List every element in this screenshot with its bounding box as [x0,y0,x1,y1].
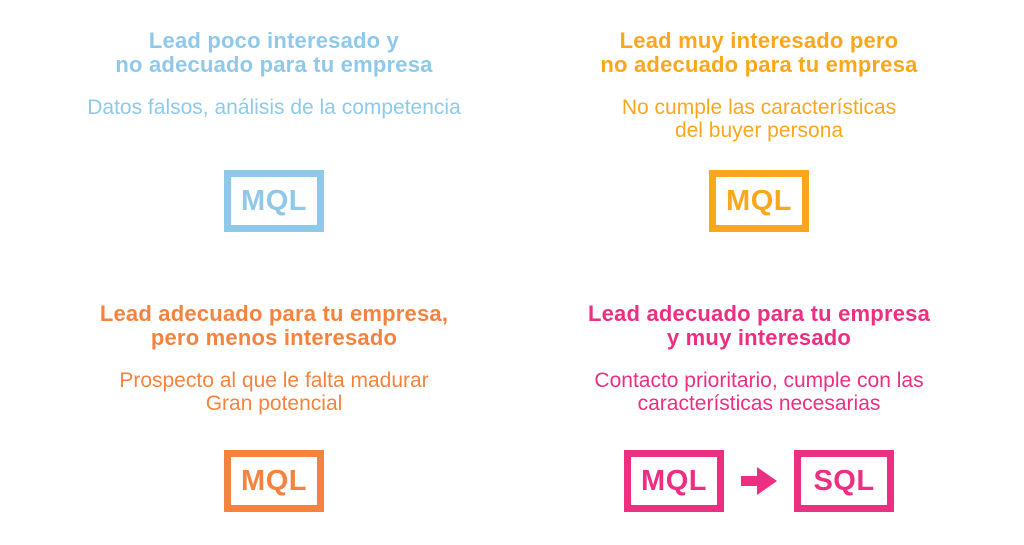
title-line: pero menos interesado [150,325,398,350]
mql-badge: MQL [224,170,324,232]
quadrant-subtitle: Contacto prioritario, cumple con las car… [509,369,1009,415]
subtitle-line: Contacto prioritario, cumple con las [594,369,924,392]
mql-badge: MQL [224,450,324,512]
title-line: Lead adecuado para tu empresa, [99,301,449,326]
quadrant-subtitle: Datos falsos, análisis de la competencia [24,96,524,119]
quadrant-suitable-less-interested: Lead adecuado para tu empresa, pero meno… [24,273,524,545]
quadrant-subtitle: Prospecto al que le falta madurar Gran p… [24,369,524,415]
subtitle-line: Prospecto al que le falta madurar [119,369,429,392]
title-line: Lead muy interesado pero [619,28,899,53]
quadrant-high-interest-not-suitable: Lead muy interesado pero no adecuado par… [509,0,1009,272]
title-line: Lead poco interesado y [148,28,400,53]
quadrant-title: Lead muy interesado pero no adecuado par… [509,29,1009,77]
quadrant-title: Lead adecuado para tu empresa y muy inte… [509,302,1009,350]
quadrant-title: Lead poco interesado y no adecuado para … [24,29,524,77]
badge-row: MQL [509,170,1009,232]
sql-badge: SQL [794,450,894,512]
mql-badge: MQL [709,170,809,232]
subtitle-line: características necesarias [637,392,881,415]
quadrant-low-interest-not-suitable: Lead poco interesado y no adecuado para … [24,0,524,272]
title-line: no adecuado para tu empresa [600,52,918,77]
quadrant-suitable-high-interest: Lead adecuado para tu empresa y muy inte… [509,273,1009,545]
quadrant-title: Lead adecuado para tu empresa, pero meno… [24,302,524,350]
subtitle-line: Gran potencial [205,392,343,415]
badge-row: MQL [24,450,524,512]
badge-row: MQL [24,170,524,232]
title-line: Lead adecuado para tu empresa [587,301,931,326]
title-line: no adecuado para tu empresa [115,52,433,77]
subtitle-line: No cumple las características [621,96,897,119]
badge-row: MQL SQL [509,450,1009,512]
subtitle-line: Datos falsos, análisis de la competencia [87,96,461,119]
right-arrow-icon [741,467,777,495]
mql-badge: MQL [624,450,724,512]
title-line: y muy interesado [666,325,852,350]
quadrant-subtitle: No cumple las características del buyer … [509,96,1009,142]
subtitle-line: del buyer persona [674,119,844,142]
